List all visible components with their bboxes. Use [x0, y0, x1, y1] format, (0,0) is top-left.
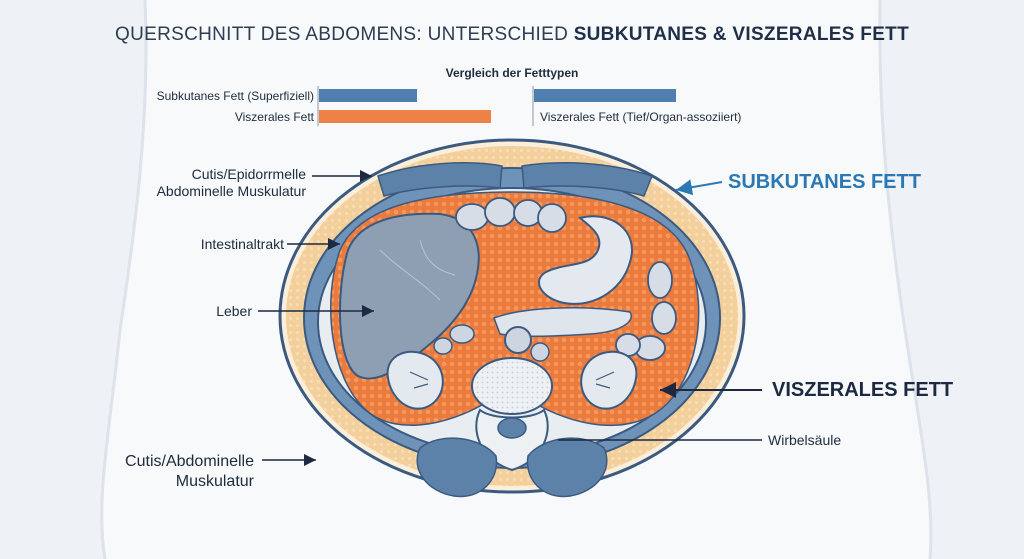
- legend-label-visceral-deep: Viszerales Fett (Tief/Organ-assoziiert): [540, 110, 742, 124]
- title-prefix: QUERSCHNITT DES ABDOMENS: UNTERSCHIED: [115, 24, 574, 45]
- intestines-top: [455, 197, 567, 233]
- label-cutis-bottom-line1: Cutis/Abdominelle: [125, 453, 254, 470]
- bar-visceral: [319, 110, 491, 123]
- page-title: QUERSCHNITT DES ABDOMENS: UNTERSCHIED SU…: [0, 24, 1024, 46]
- cross-section: [278, 138, 746, 498]
- label-cutis-top: Cutis/Epidorrmelle Abdominelle Muskulatu…: [157, 166, 306, 200]
- aorta: [504, 326, 532, 354]
- legend-label-subcutaneous: Subkutanes Fett (Superfiziell): [156, 89, 314, 103]
- label-cutis-bottom: Cutis/Abdominelle Muskulatur: [125, 452, 254, 492]
- bar-subcutaneous: [319, 89, 417, 102]
- label-cutis-bottom-line2: Muskulatur: [175, 473, 254, 490]
- label-visceral-fat: VISZERALES FETT: [772, 379, 954, 401]
- colon-right: [615, 261, 677, 361]
- bar-visceral-deep: [534, 89, 676, 102]
- back-muscle-right: [526, 437, 608, 498]
- label-cutis-top-line2: Abdominelle Muskulatur: [156, 183, 306, 199]
- stomach: [538, 215, 633, 305]
- kidney-right: [580, 350, 638, 410]
- label-subcutaneous-fat: SUBKUTANES FETT: [728, 171, 921, 193]
- back-muscle-left: [416, 437, 498, 498]
- pancreas: [493, 307, 632, 338]
- kidney-left: [386, 350, 444, 410]
- label-spine: Wirbelsäule: [768, 432, 842, 448]
- rectus-muscle-left: [377, 162, 503, 197]
- comparison-title: Vergleich der Fetttypen: [445, 66, 579, 80]
- label-intestinal: Intestinaltrakt: [200, 236, 284, 252]
- legend-label-visceral: Viszerales Fett: [234, 110, 314, 124]
- title-emphasis: SUBKUTANES & VISZERALES FETT: [573, 24, 909, 45]
- leader-subcutaneous: [675, 179, 723, 196]
- vertebra-body: [471, 357, 553, 415]
- label-liver: Leber: [216, 303, 252, 319]
- rectus-muscle-right: [521, 162, 653, 197]
- label-cutis-top-line1: Cutis/Epidorrmelle: [191, 166, 306, 182]
- liver: [338, 212, 480, 380]
